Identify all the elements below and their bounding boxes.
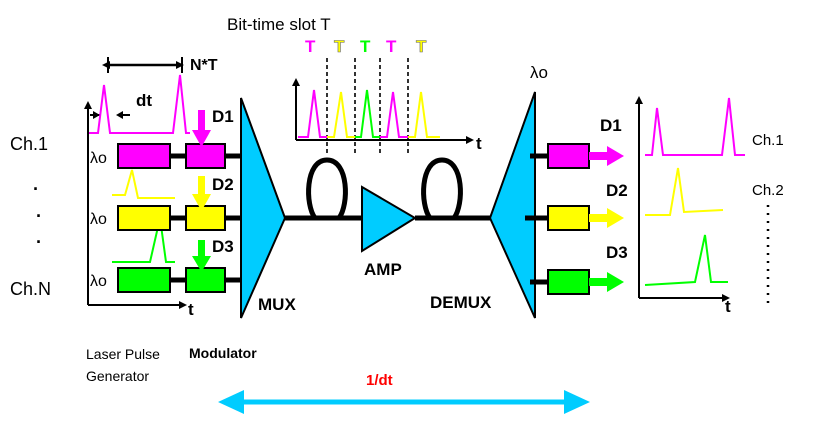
output-arrow-d1 bbox=[589, 146, 624, 166]
receiver-ch1 bbox=[547, 143, 590, 169]
bandwidth-arrow-right-head bbox=[564, 390, 590, 414]
input-dot-3: · bbox=[36, 232, 42, 252]
generator-label: Generator bbox=[86, 368, 149, 384]
input-pulse-ch2 bbox=[112, 169, 175, 199]
slot-letters: T T T T T bbox=[305, 37, 427, 57]
output-d3-label: D3 bbox=[606, 243, 628, 262]
laser-ch1 bbox=[117, 143, 171, 169]
output-pulse-ch2 bbox=[645, 167, 724, 216]
input-t-label: t bbox=[188, 300, 194, 319]
slot-dividers bbox=[326, 58, 409, 155]
demux-lambda-o: λo bbox=[530, 63, 548, 82]
output-ch1-label: Ch.1 bbox=[752, 132, 784, 149]
output-pulse-ch1 bbox=[645, 97, 745, 156]
slot-letter-1: T bbox=[305, 37, 316, 56]
output-ch2-label: Ch.2 bbox=[752, 182, 784, 199]
bit-time-slot-label: Bit-time slot T bbox=[227, 15, 331, 34]
tdm-pulses bbox=[298, 89, 440, 138]
laser-ch3 bbox=[117, 267, 171, 293]
trunk-fiber bbox=[285, 157, 492, 221]
input-d2-label: D2 bbox=[212, 175, 234, 194]
slot-letter-5: T bbox=[416, 37, 427, 56]
tdm-axes bbox=[292, 78, 474, 144]
slot-letter-2: T bbox=[334, 37, 345, 56]
slot-letter-4: T bbox=[386, 37, 397, 56]
modulator-ch1 bbox=[185, 143, 226, 169]
lambda-o-ch3: λo bbox=[90, 273, 107, 290]
modulator-ch2 bbox=[185, 205, 226, 231]
input-dot-2: · bbox=[36, 206, 42, 226]
input-ch1-label: Ch.1 bbox=[10, 134, 48, 154]
modulator-label: Modulator bbox=[189, 345, 257, 361]
amp-label: AMP bbox=[364, 260, 402, 279]
input-pulse-ch1 bbox=[88, 74, 190, 134]
data-arrow-d3 bbox=[192, 240, 211, 272]
lambda-o-ch1: λo bbox=[90, 150, 107, 167]
demux-label: DEMUX bbox=[430, 293, 492, 312]
receiver-ch2 bbox=[547, 205, 590, 231]
bandwidth-arrow-left-head bbox=[218, 390, 244, 414]
laser-ch2 bbox=[117, 205, 171, 231]
data-arrow-d1 bbox=[192, 110, 211, 147]
input-d1-label: D1 bbox=[212, 107, 234, 126]
demux-block bbox=[488, 91, 536, 319]
bandwidth-label: 1/dt bbox=[366, 372, 393, 389]
input-chN-label: Ch.N bbox=[10, 279, 51, 299]
input-d3-label: D3 bbox=[212, 237, 234, 256]
tdm-t-label: t bbox=[476, 134, 482, 153]
output-arrow-d2 bbox=[589, 208, 624, 228]
slot-letter-3: T bbox=[360, 37, 371, 56]
receiver-ch3 bbox=[547, 269, 590, 295]
dt-label: dt bbox=[136, 91, 152, 110]
laser-pulse-label: Laser Pulse bbox=[86, 346, 160, 362]
output-d1-label: D1 bbox=[600, 116, 622, 135]
mux-block bbox=[240, 97, 287, 319]
output-t-label: t bbox=[725, 297, 731, 316]
input-dot-1: · bbox=[33, 179, 39, 199]
mux-label: MUX bbox=[258, 295, 296, 314]
lambda-o-ch2: λo bbox=[90, 211, 107, 228]
output-d2-label: D2 bbox=[606, 181, 628, 200]
output-pulse-ch3 bbox=[644, 234, 728, 286]
output-arrow-d3 bbox=[589, 272, 624, 292]
nt-label: N*T bbox=[190, 57, 218, 74]
amp-block bbox=[361, 185, 417, 253]
data-arrow-d2 bbox=[192, 176, 211, 211]
output-fibers bbox=[525, 153, 548, 285]
modulator-ch3 bbox=[185, 267, 226, 293]
